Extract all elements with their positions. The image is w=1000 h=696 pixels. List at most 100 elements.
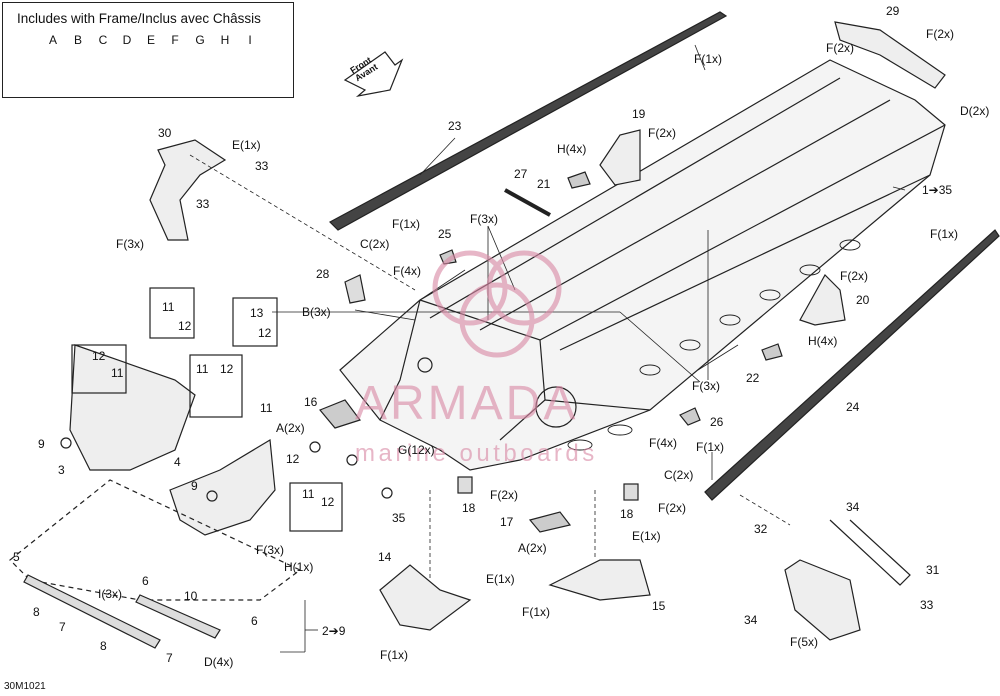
callout-17: 17: [500, 515, 514, 529]
callout-d2x: D(2x): [960, 104, 990, 118]
callout-27: 27: [514, 167, 528, 181]
plate-15: [548, 559, 651, 601]
callout-1-to-35: 1➔35: [922, 183, 953, 197]
callout-f3x-mid: F(3x): [470, 212, 498, 226]
callout-14: 14: [378, 550, 392, 564]
bracket-3: [69, 344, 196, 471]
callout-29: 29: [886, 4, 900, 18]
callout-32: 32: [754, 522, 768, 536]
bracket-4: [169, 438, 276, 536]
callout-15: 15: [652, 599, 666, 613]
watermark-text: ARMADA: [355, 377, 579, 430]
plate-14: [379, 564, 472, 631]
bracket-29: [834, 21, 946, 89]
callout-f3x-h: F(3x): [256, 543, 284, 557]
washer: [346, 454, 358, 466]
callout-19: 19: [632, 107, 646, 121]
callout-h1x: H(1x): [284, 560, 314, 574]
bracket-16: [319, 399, 361, 429]
washer: [206, 490, 218, 502]
callout-a2x-17: A(2x): [518, 541, 547, 555]
callout-22: 22: [746, 371, 760, 385]
callout-20: 20: [856, 293, 870, 307]
callout-34b: 34: [744, 613, 758, 627]
callout-6a: 6: [142, 574, 149, 588]
callout-18a: 18: [462, 501, 476, 515]
legend-letter-e: E: [146, 33, 155, 47]
legend-letter-h: H: [220, 33, 230, 47]
callout-10: 10: [184, 589, 198, 603]
callout-f2x-18b: F(2x): [658, 501, 686, 515]
callout-f3x-22: F(3x): [692, 379, 720, 393]
callout-f1x-top: F(1x): [694, 52, 722, 66]
plate-18a: [457, 476, 473, 494]
callout-26: 26: [710, 415, 724, 429]
callout-6b: 6: [251, 614, 258, 628]
callout-8b: 8: [100, 639, 107, 653]
bracket-28: [344, 274, 366, 304]
callout-f2x-29b: F(2x): [826, 41, 854, 55]
clip-22: [761, 343, 783, 361]
running-board-rail-24: [704, 229, 1000, 501]
callout-23: 23: [448, 119, 462, 133]
step-20: [799, 274, 846, 326]
legend-box: Includes with Frame/Inclus avec Châssis …: [2, 2, 294, 98]
callout-f1x-23: F(1x): [392, 217, 420, 231]
callout-f1x-14: F(1x): [380, 648, 408, 662]
callout-34a: 34: [846, 500, 860, 514]
figure-id: 30M1021: [4, 681, 46, 692]
callout-16: 16: [304, 395, 318, 409]
callout-28: 28: [316, 267, 330, 281]
callout-4: 4: [174, 455, 181, 469]
plate-18b: [623, 483, 639, 501]
callout-b3x: B(3x): [302, 305, 331, 319]
callout-9b: 9: [191, 479, 198, 493]
clip-21: [567, 171, 591, 189]
callout-11e: 11: [302, 487, 315, 501]
callout-12a: 12: [178, 319, 192, 333]
watermark-logo: [432, 250, 562, 358]
callout-f1x-24: F(1x): [930, 227, 958, 241]
callout-11b: 11: [111, 366, 124, 380]
callout-12c: 12: [220, 362, 234, 376]
legend-letter-a: A: [48, 33, 57, 47]
callout-25: 25: [438, 227, 452, 241]
legend-letter-f: F: [171, 33, 179, 47]
watermark-subtext: marine outboards: [355, 440, 598, 467]
callout-box-12-11-left: [71, 344, 127, 394]
callout-13: 13: [250, 306, 264, 320]
washer: [381, 487, 393, 499]
callout-12-13: 12: [258, 326, 272, 340]
callout-h4x-21: H(4x): [557, 142, 587, 156]
legend-title: Includes with Frame/Inclus avec Châssis: [17, 11, 261, 26]
callout-box-11-12: [149, 287, 195, 339]
washer: [309, 441, 321, 453]
clip-26: [679, 407, 701, 426]
legend-letter-b: B: [73, 33, 82, 47]
callout-11c: 11: [196, 362, 209, 376]
callout-f1x-15: F(1x): [522, 605, 550, 619]
legend-letter-c: C: [98, 33, 108, 47]
callout-i3x: I(3x): [98, 587, 122, 601]
legend-letter-d: D: [122, 33, 132, 47]
callout-12e: 12: [321, 495, 335, 509]
callout-box-11-12-lower: [289, 482, 343, 532]
callout-9a: 9: [38, 437, 45, 451]
callout-h4x-22: H(4x): [808, 334, 838, 348]
callout-box-13-12: [232, 297, 278, 347]
callout-f2x-20: F(2x): [840, 269, 868, 283]
callout-7a: 7: [59, 620, 66, 634]
callout-33c: 33: [920, 598, 934, 612]
callout-12d: 12: [286, 452, 300, 466]
callout-f2x-18a: F(2x): [490, 488, 518, 502]
callout-f4x: F(4x): [393, 264, 421, 278]
callout-5: 5: [13, 550, 20, 564]
callout-11a: 11: [162, 300, 175, 314]
callout-8a: 8: [33, 605, 40, 619]
callout-box-11-12-set: [189, 354, 243, 418]
front-direction-arrow: [343, 51, 404, 98]
callout-33a: 33: [255, 159, 269, 173]
callout-d4x: D(4x): [204, 655, 234, 669]
bracket-17: [528, 511, 572, 533]
